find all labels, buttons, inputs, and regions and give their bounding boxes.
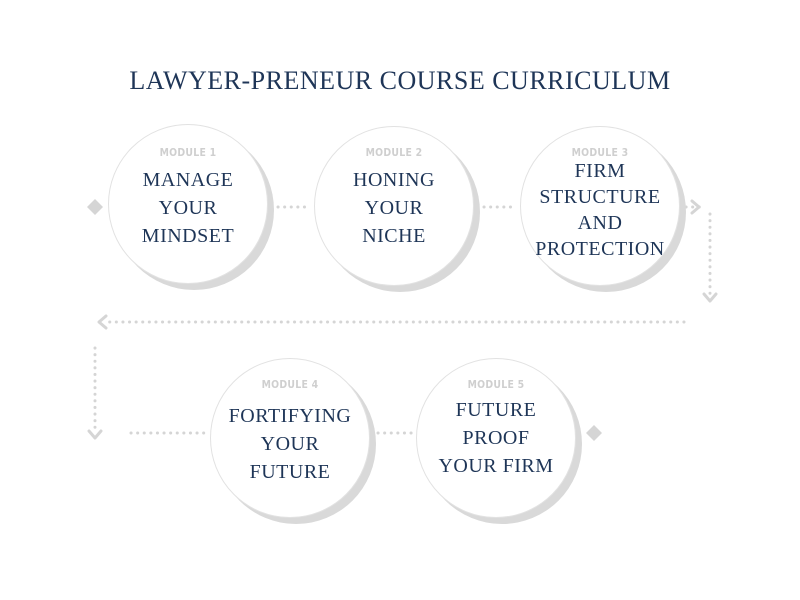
module-5: MODULE 5 FUTURE PROOF YOUR FIRM xyxy=(416,358,582,524)
module-label: MODULE 4 xyxy=(261,378,319,391)
start-diamond-icon xyxy=(87,199,103,215)
module-label: MODULE 2 xyxy=(365,146,423,159)
module-1: MODULE 1 MANAGE YOUR MINDSET xyxy=(108,124,274,290)
module-label: MODULE 3 xyxy=(571,146,629,159)
module-2: MODULE 2 HONING YOUR NICHE xyxy=(314,126,480,292)
module-title: FORTIFYING YOUR FUTURE xyxy=(228,405,352,483)
module-label: MODULE 5 xyxy=(467,378,525,391)
module-title: MANAGE YOUR MINDSET xyxy=(141,169,235,247)
module-label: MODULE 1 xyxy=(159,146,217,159)
module-3: MODULE 3 FIRM STRUCTURE AND PROTECTION xyxy=(520,126,686,292)
arrow-right-icon xyxy=(690,199,701,215)
module-title: FIRM STRUCTURE AND PROTECTION xyxy=(535,160,665,260)
module-4: MODULE 4 FORTIFYING YOUR FUTURE xyxy=(210,358,376,524)
module-title: HONING YOUR NICHE xyxy=(353,169,435,247)
end-diamond-icon xyxy=(586,425,602,441)
module-circle xyxy=(314,126,474,286)
module-circle xyxy=(108,124,268,284)
arrow-down-icon-2 xyxy=(87,429,103,440)
module-circle xyxy=(520,126,680,286)
module-title: FUTURE PROOF YOUR FIRM xyxy=(438,399,554,477)
arrow-left-icon xyxy=(97,314,108,330)
module-circle xyxy=(416,358,576,518)
module-circle xyxy=(210,358,370,518)
diagram-title: LAWYER-PRENEUR COURSE CURRICULUM xyxy=(129,66,671,95)
arrow-down-icon xyxy=(702,292,718,303)
